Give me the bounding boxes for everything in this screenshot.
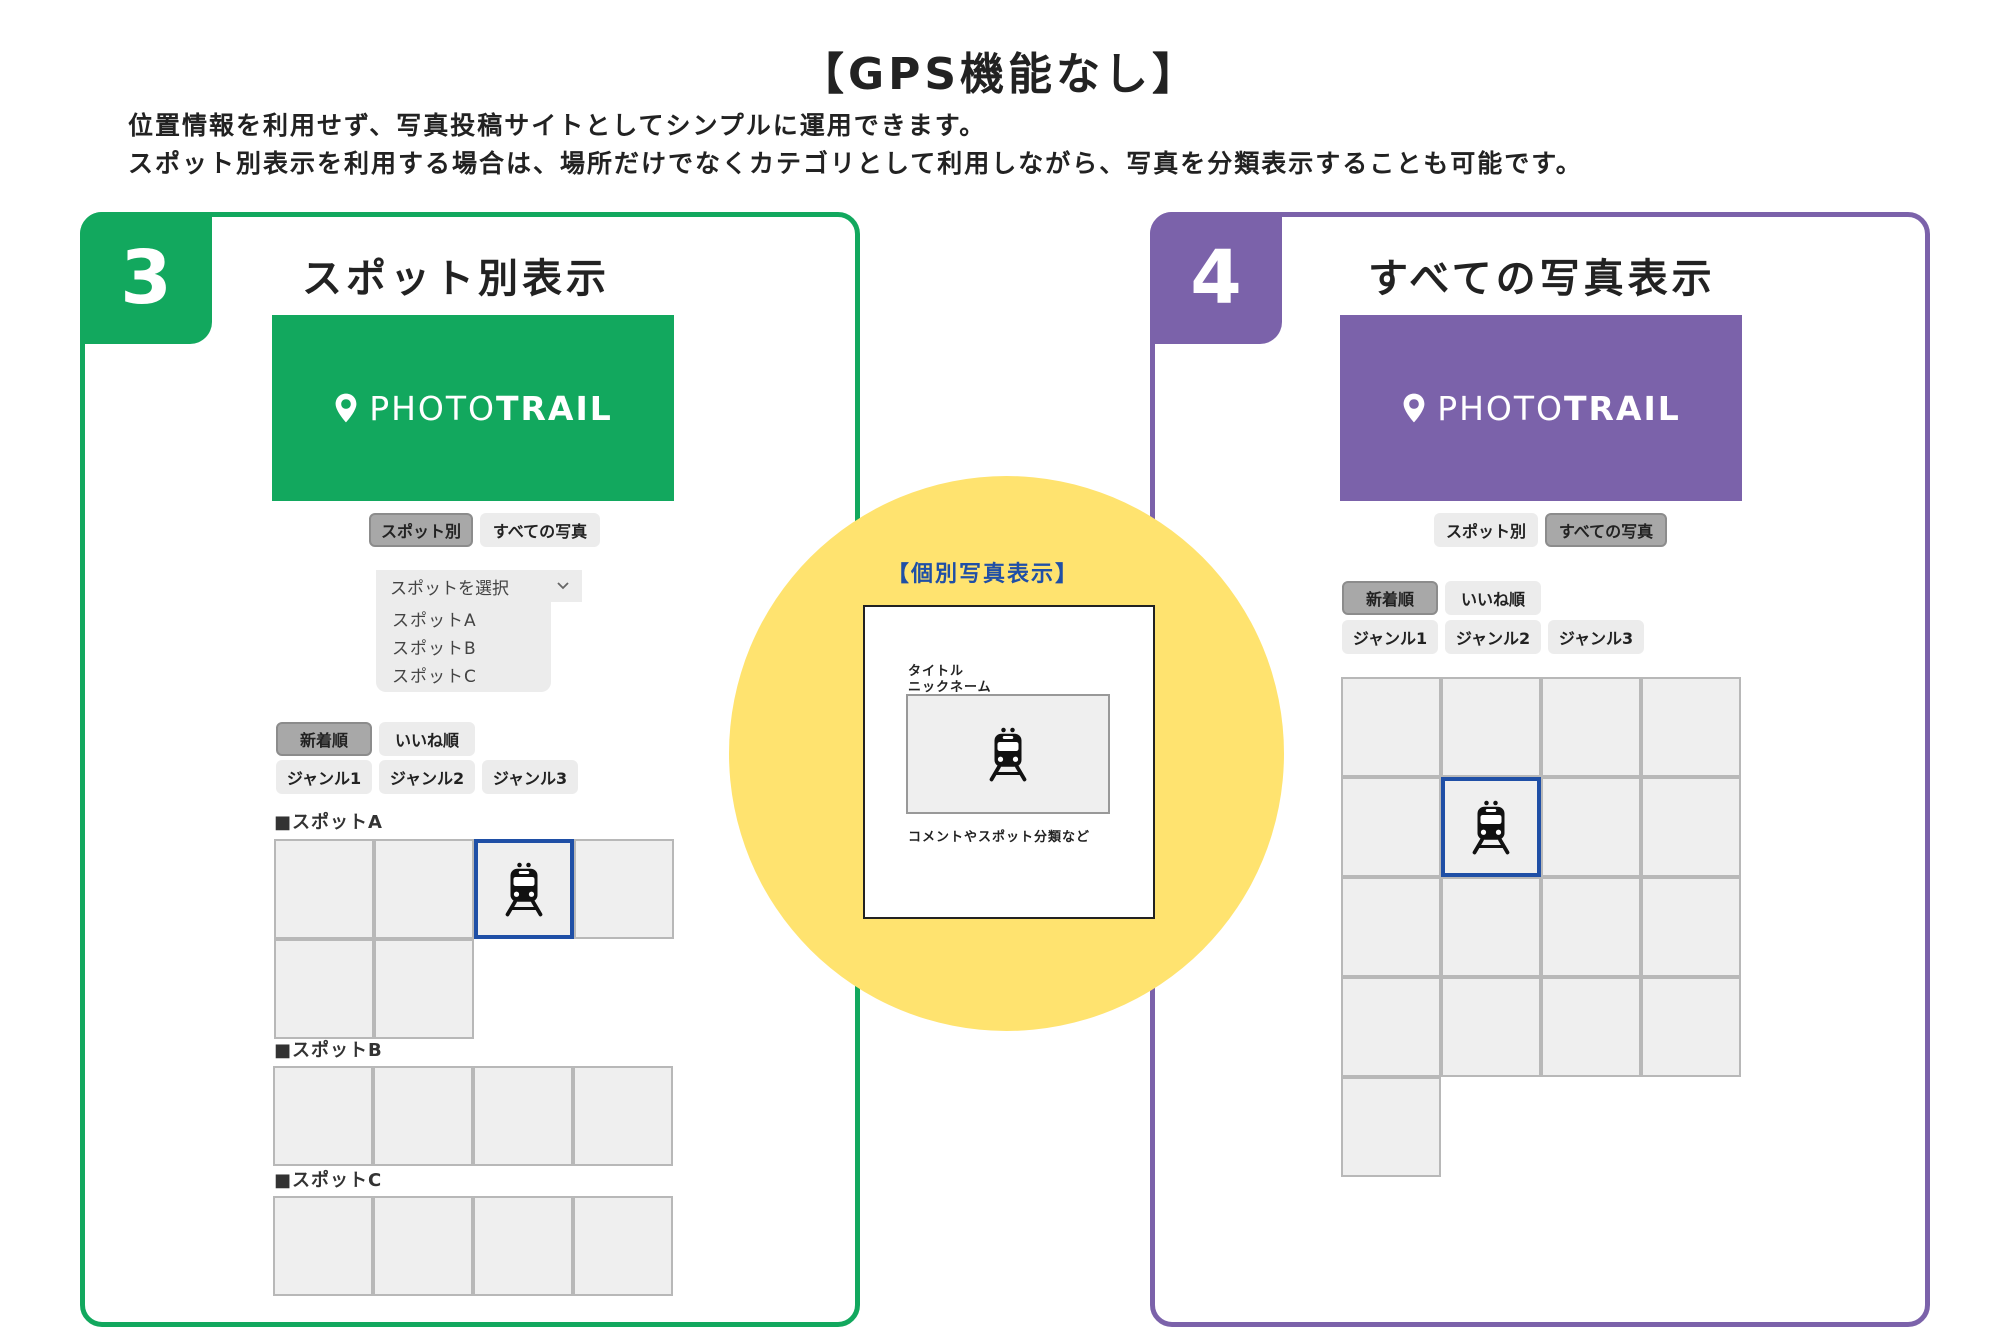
sort-newest[interactable]: 新着順	[276, 722, 372, 756]
photo-thumb[interactable]	[1341, 877, 1441, 977]
spot-group-label: ■スポットA	[274, 812, 383, 833]
panel-number-badge: 4	[1150, 212, 1282, 344]
tab-spot-view[interactable]: スポット別	[369, 513, 473, 547]
tab-all-photos[interactable]: すべての写真	[1545, 513, 1667, 547]
photo-thumb[interactable]	[1441, 677, 1541, 777]
genre-2[interactable]: ジャンル2	[1445, 620, 1541, 654]
photo-thumb-selected[interactable]	[474, 839, 574, 939]
photo-detail-image[interactable]	[906, 694, 1110, 814]
photo-thumb[interactable]	[573, 1066, 673, 1166]
photo-thumb[interactable]	[1541, 677, 1641, 777]
detail-view-title: 【個別写真表示】	[887, 562, 1080, 587]
photo-thumb[interactable]	[373, 1066, 473, 1166]
tab-spot-view[interactable]: スポット別	[1434, 513, 1538, 547]
photo-thumb[interactable]	[574, 839, 674, 939]
photo-thumb[interactable]	[1341, 677, 1441, 777]
genre-3[interactable]: ジャンル3	[482, 760, 578, 794]
chevron-down-icon	[557, 582, 569, 590]
genre-1[interactable]: ジャンル1	[1342, 620, 1438, 654]
photo-title: タイトル	[908, 664, 965, 679]
genre-1[interactable]: ジャンル1	[276, 760, 372, 794]
sort-likes[interactable]: いいね順	[1445, 581, 1541, 615]
photo-thumb[interactable]	[1341, 1077, 1441, 1177]
photo-thumb[interactable]	[274, 939, 374, 1039]
sort-newest[interactable]: 新着順	[1342, 581, 1438, 615]
photo-thumb[interactable]	[374, 839, 474, 939]
logo-text-trail: TRAIL	[1564, 388, 1681, 428]
panel-title: スポット別表示	[302, 256, 610, 302]
photo-comment: コメントやスポット分類など	[908, 830, 1091, 845]
genre-2[interactable]: ジャンル2	[379, 760, 475, 794]
photo-thumb[interactable]	[1641, 677, 1741, 777]
photo-thumb[interactable]	[1341, 777, 1441, 877]
spot-option-c[interactable]: スポットC	[392, 667, 477, 687]
photo-thumb[interactable]	[473, 1196, 573, 1296]
genre-3[interactable]: ジャンル3	[1548, 620, 1644, 654]
photo-thumb[interactable]	[1641, 777, 1741, 877]
spot-dropdown-list	[376, 602, 551, 692]
map-pin-icon	[333, 392, 359, 424]
photo-thumb[interactable]	[273, 1066, 373, 1166]
page-heading: 【GPS機能なし】	[799, 49, 1201, 100]
panel-title: すべての写真表示	[1368, 256, 1716, 302]
spot-group-label: ■スポットB	[274, 1040, 383, 1061]
map-pin-icon	[1401, 392, 1427, 424]
photo-thumb[interactable]	[273, 1196, 373, 1296]
photo-thumb[interactable]	[1541, 977, 1641, 1077]
photo-thumb[interactable]	[1341, 977, 1441, 1077]
photo-thumb[interactable]	[473, 1066, 573, 1166]
intro-line-2: スポット別表示を利用する場合は、場所だけでなくカテゴリとして利用しながら、写真を…	[128, 149, 1583, 178]
photo-thumb[interactable]	[1441, 877, 1541, 977]
photo-thumb[interactable]	[1641, 977, 1741, 1077]
train-icon	[984, 723, 1032, 785]
photo-thumb[interactable]	[1441, 977, 1541, 1077]
photo-thumb[interactable]	[274, 839, 374, 939]
photo-thumb-selected[interactable]	[1441, 777, 1541, 877]
spot-select-value: スポットを選択	[390, 578, 509, 599]
panel-number-badge: 3	[80, 212, 212, 344]
spot-group-label: ■スポットC	[274, 1170, 383, 1191]
photo-thumb[interactable]	[1541, 877, 1641, 977]
train-icon	[1467, 796, 1515, 858]
intro-line-1: 位置情報を利用せず、写真投稿サイトとしてシンプルに運用できます。	[128, 111, 987, 140]
train-icon	[500, 858, 548, 920]
spot-option-a[interactable]: スポットA	[392, 611, 477, 631]
photo-nickname: ニックネーム	[908, 680, 992, 695]
sort-likes[interactable]: いいね順	[379, 722, 475, 756]
photo-thumb[interactable]	[373, 1196, 473, 1296]
spot-select[interactable]: スポットを選択	[376, 570, 582, 602]
photo-thumb[interactable]	[374, 939, 474, 1039]
photo-thumb[interactable]	[1541, 777, 1641, 877]
photo-thumb[interactable]	[1641, 877, 1741, 977]
tab-all-photos[interactable]: すべての写真	[480, 513, 600, 547]
photo-thumb[interactable]	[573, 1196, 673, 1296]
spot-option-b[interactable]: スポットB	[392, 639, 477, 659]
logo-text-trail: TRAIL	[496, 388, 613, 428]
logo-text-photo: PHOTO	[369, 388, 497, 428]
logo-text-photo: PHOTO	[1437, 388, 1565, 428]
